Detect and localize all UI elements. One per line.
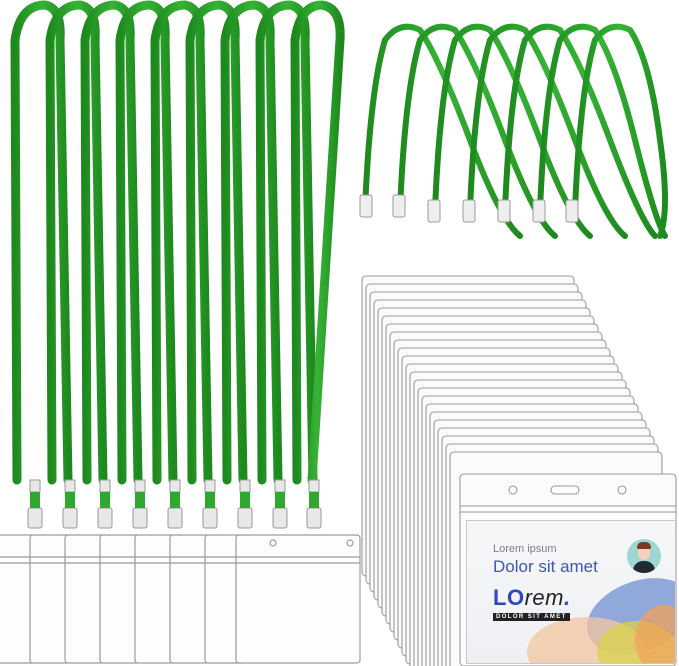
looped-lanyard-clips [359,194,579,223]
bulldog-clips [27,479,322,529]
brand-rest: rem [524,585,564,610]
hanging-lanyards [10,0,345,485]
clear-badge-holders-row [0,534,361,664]
brand-dot: . [563,585,571,610]
card-brand-logo: LOrem. [493,585,571,611]
sample-id-card: Lorem ipsum Dolor sit amet LOrem. DOLOR … [466,520,676,664]
card-tagline: DOLOR SIT AMET [493,613,570,621]
person-avatar-icon [627,539,661,573]
brand-lo: LO [493,585,525,610]
card-title: Dolor sit amet [493,557,598,576]
card-subtitle: Lorem ipsum [493,543,557,555]
looped-lanyards [362,23,668,239]
